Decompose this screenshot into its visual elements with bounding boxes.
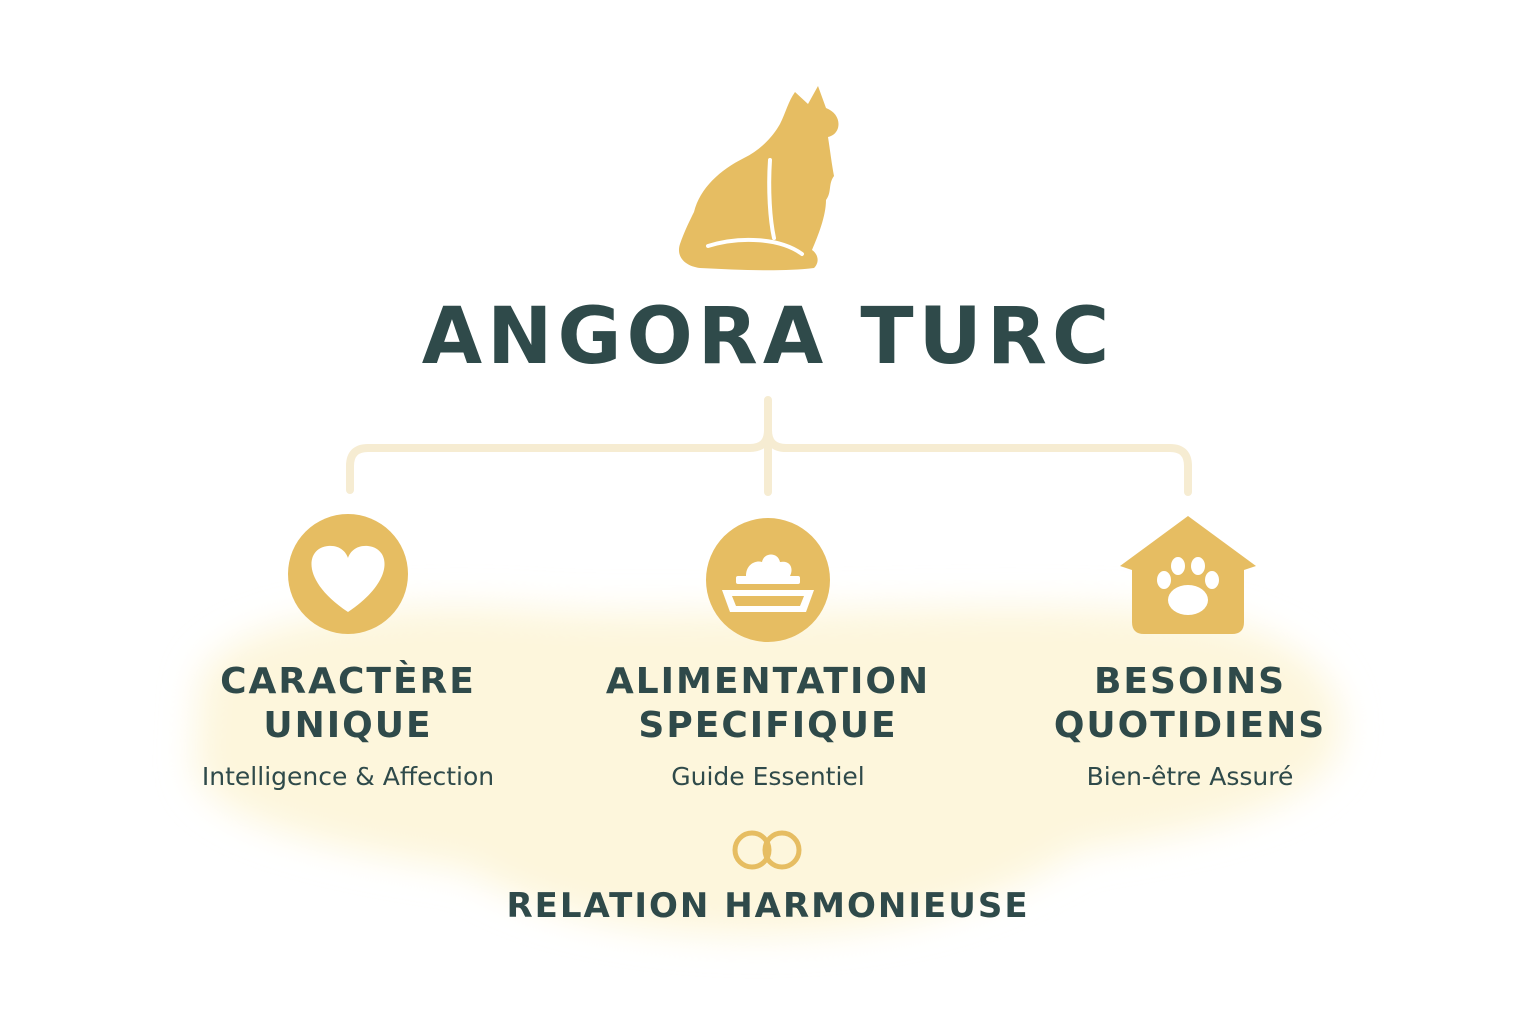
soft-glow-area [195,607,1342,935]
branch-character: CARACTÈRE UNIQUE Intelligence & Affectio… [128,660,568,791]
branch-title-line1: ALIMENTATION [605,661,931,702]
heart-icon [288,514,408,634]
branch-subtitle: Intelligence & Affection [201,762,495,791]
footer-label: RELATION HARMONIEUSE [506,886,1030,926]
food-bowl-icon [706,518,830,642]
branch-title-line1: CARACTÈRE [220,661,476,702]
branch-title-line1: BESOINS [1093,661,1286,702]
branch-title-line2: QUOTIDIENS [1053,705,1327,746]
cat-silhouette-icon [678,86,839,271]
branch-nutrition: ALIMENTATION SPECIFIQUE Guide Essentiel [548,660,988,791]
branch-title-line2: SPECIFIQUE [638,705,898,746]
branch-subtitle: Bien-être Assuré [1086,762,1294,791]
page-title: ANGORA TURC [421,292,1115,382]
branch-daily-needs: BESOINS QUOTIDIENS Bien-être Assuré [970,660,1410,791]
branch-title-line2: UNIQUE [263,705,433,746]
branch-subtitle: Guide Essentiel [671,762,865,791]
paw-house-icon [1120,516,1256,634]
interlocked-rings-icon [732,830,802,870]
tree-connector [346,396,1192,496]
